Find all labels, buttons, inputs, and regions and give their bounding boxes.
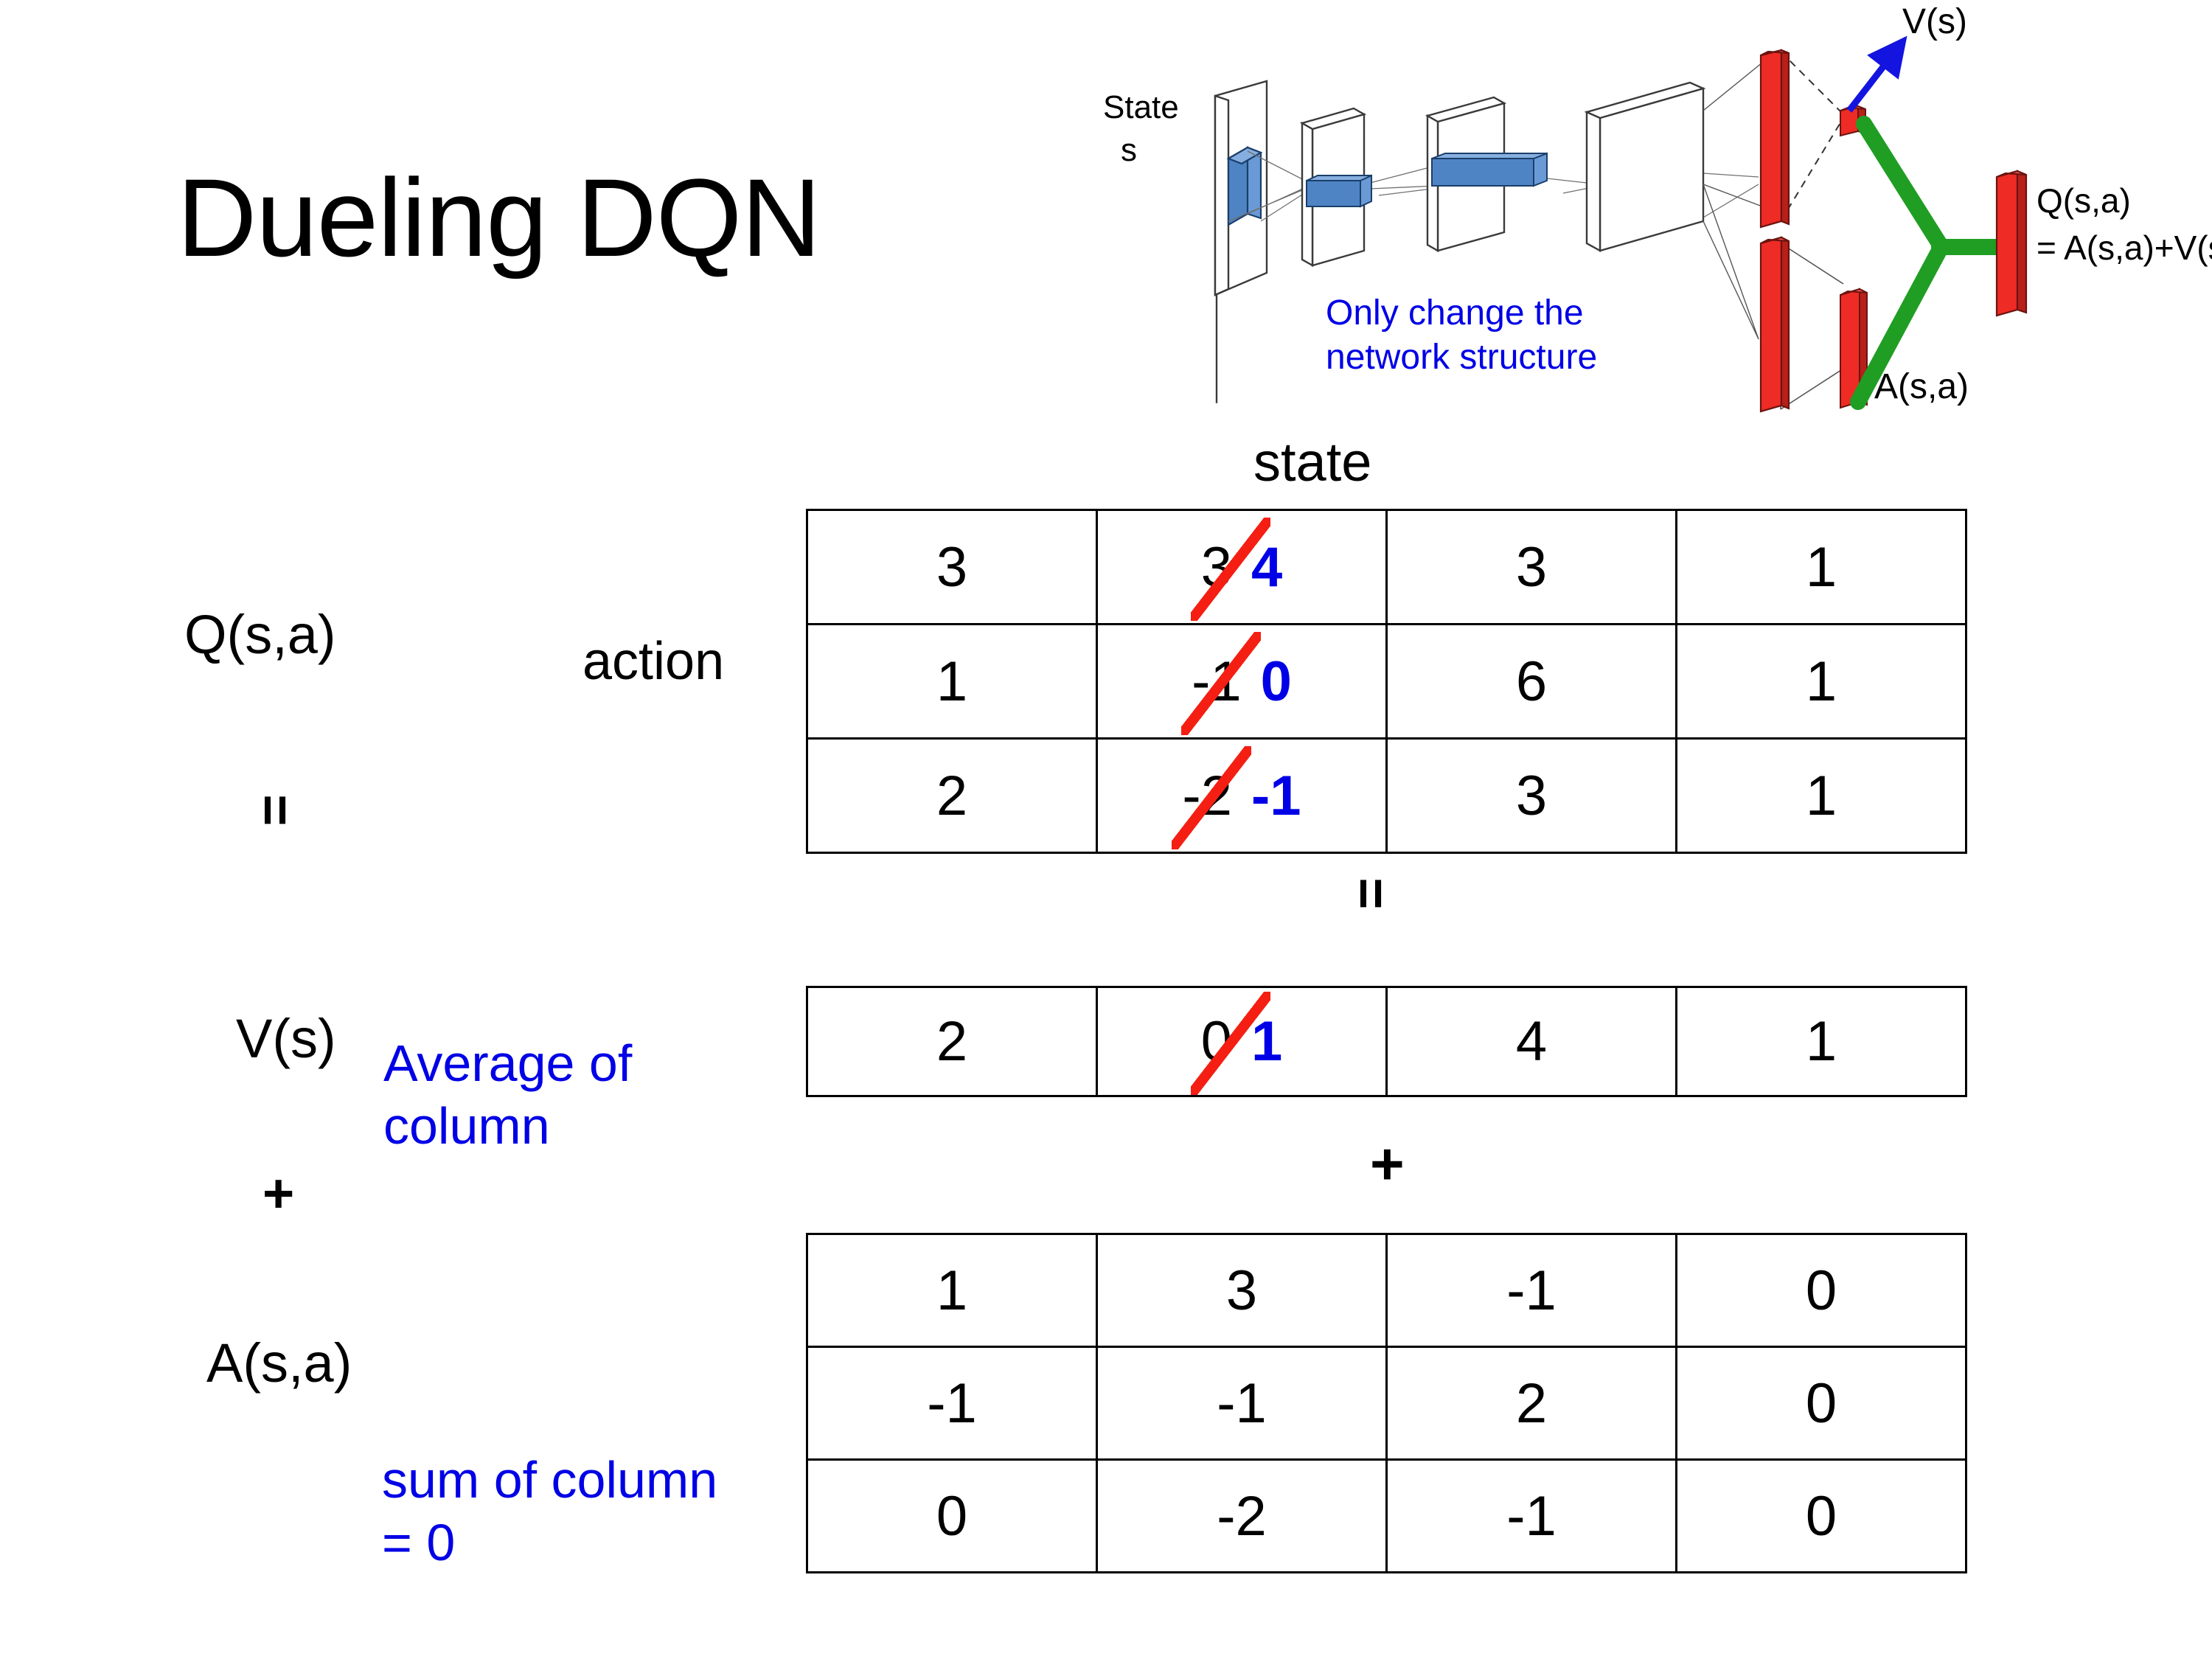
table-cell: 1 [1675, 623, 1967, 740]
sum-of-column-note: sum of column = 0 [382, 1451, 718, 1572]
table-cell: 0 [1675, 1233, 1967, 1348]
corrected-new-value: 0 [1260, 650, 1292, 713]
table-cell: 3 [1385, 737, 1677, 854]
table-cell: -1 [1096, 1346, 1388, 1461]
page-title: Dueling DQN [177, 156, 821, 279]
table-cell: 2 [806, 737, 1098, 854]
table-cell: 2 [806, 986, 1098, 1097]
value-function-label: V(s) [236, 1008, 336, 1069]
equals-sign-left: = [245, 794, 307, 827]
table-cell: -1 [1385, 1458, 1677, 1573]
diagram-a-label: A(s,a) [1874, 367, 1969, 406]
diagram-q-label-line1: Q(s,a) [2037, 181, 2131, 220]
corrected-new-value: 1 [1251, 1010, 1283, 1073]
diagram-note-line2: network structure [1326, 338, 1597, 377]
table-cell: 3 [1096, 1233, 1388, 1348]
table-cell: 1 [1675, 986, 1967, 1097]
table-cell: 3 [806, 509, 1098, 625]
table-cell: -1 [806, 1346, 1098, 1461]
table-cell: 3 [1385, 509, 1677, 625]
table-cell: 6 [1385, 623, 1677, 740]
diagram-state-label-line1: State [1103, 89, 1179, 125]
diagram-state-label-line2: s [1121, 132, 1137, 168]
q-function-label: Q(s,a) [184, 604, 336, 665]
table-cell-edited: -2-1 [1096, 737, 1388, 854]
table-cell: 4 [1385, 986, 1677, 1097]
plus-sign-middle: + [1370, 1131, 1405, 1197]
average-of-column-note: Average of column [383, 1034, 633, 1155]
action-axis-label: action [582, 632, 725, 691]
table-cell: 2 [1385, 1346, 1677, 1461]
struck-old-value: 0 [1190, 992, 1271, 1095]
table-cell: 0 [1675, 1458, 1967, 1573]
table-cell: -2 [1096, 1458, 1388, 1573]
struck-old-value: 3 [1190, 517, 1271, 621]
table-cell: 1 [806, 1233, 1098, 1348]
table-cell: -1 [1385, 1233, 1677, 1348]
corrected-new-value: 4 [1251, 535, 1283, 599]
dueling-network-diagram: State s Only change the network structur… [1091, 0, 2212, 413]
struck-old-value: -1 [1181, 631, 1261, 735]
table-cell: 0 [1675, 1346, 1967, 1461]
diagram-q-label-line2: = A(s,a)+V(s) [2037, 229, 2212, 267]
table-cell: 1 [1675, 737, 1967, 854]
corrected-new-value: -1 [1251, 764, 1301, 827]
table-cell: 0 [806, 1458, 1098, 1573]
table-cell: 1 [806, 623, 1098, 740]
struck-old-value: -2 [1172, 745, 1251, 849]
table-cell: 1 [1675, 509, 1967, 625]
state-axis-label: state [1253, 431, 1372, 493]
advantage-function-label: A(s,a) [206, 1332, 352, 1394]
diagram-v-label: V(s) [1902, 2, 1967, 41]
equals-sign-middle: = [1340, 877, 1402, 910]
diagram-note-line1: Only change the [1326, 293, 1584, 333]
plus-sign-left: + [262, 1163, 295, 1224]
